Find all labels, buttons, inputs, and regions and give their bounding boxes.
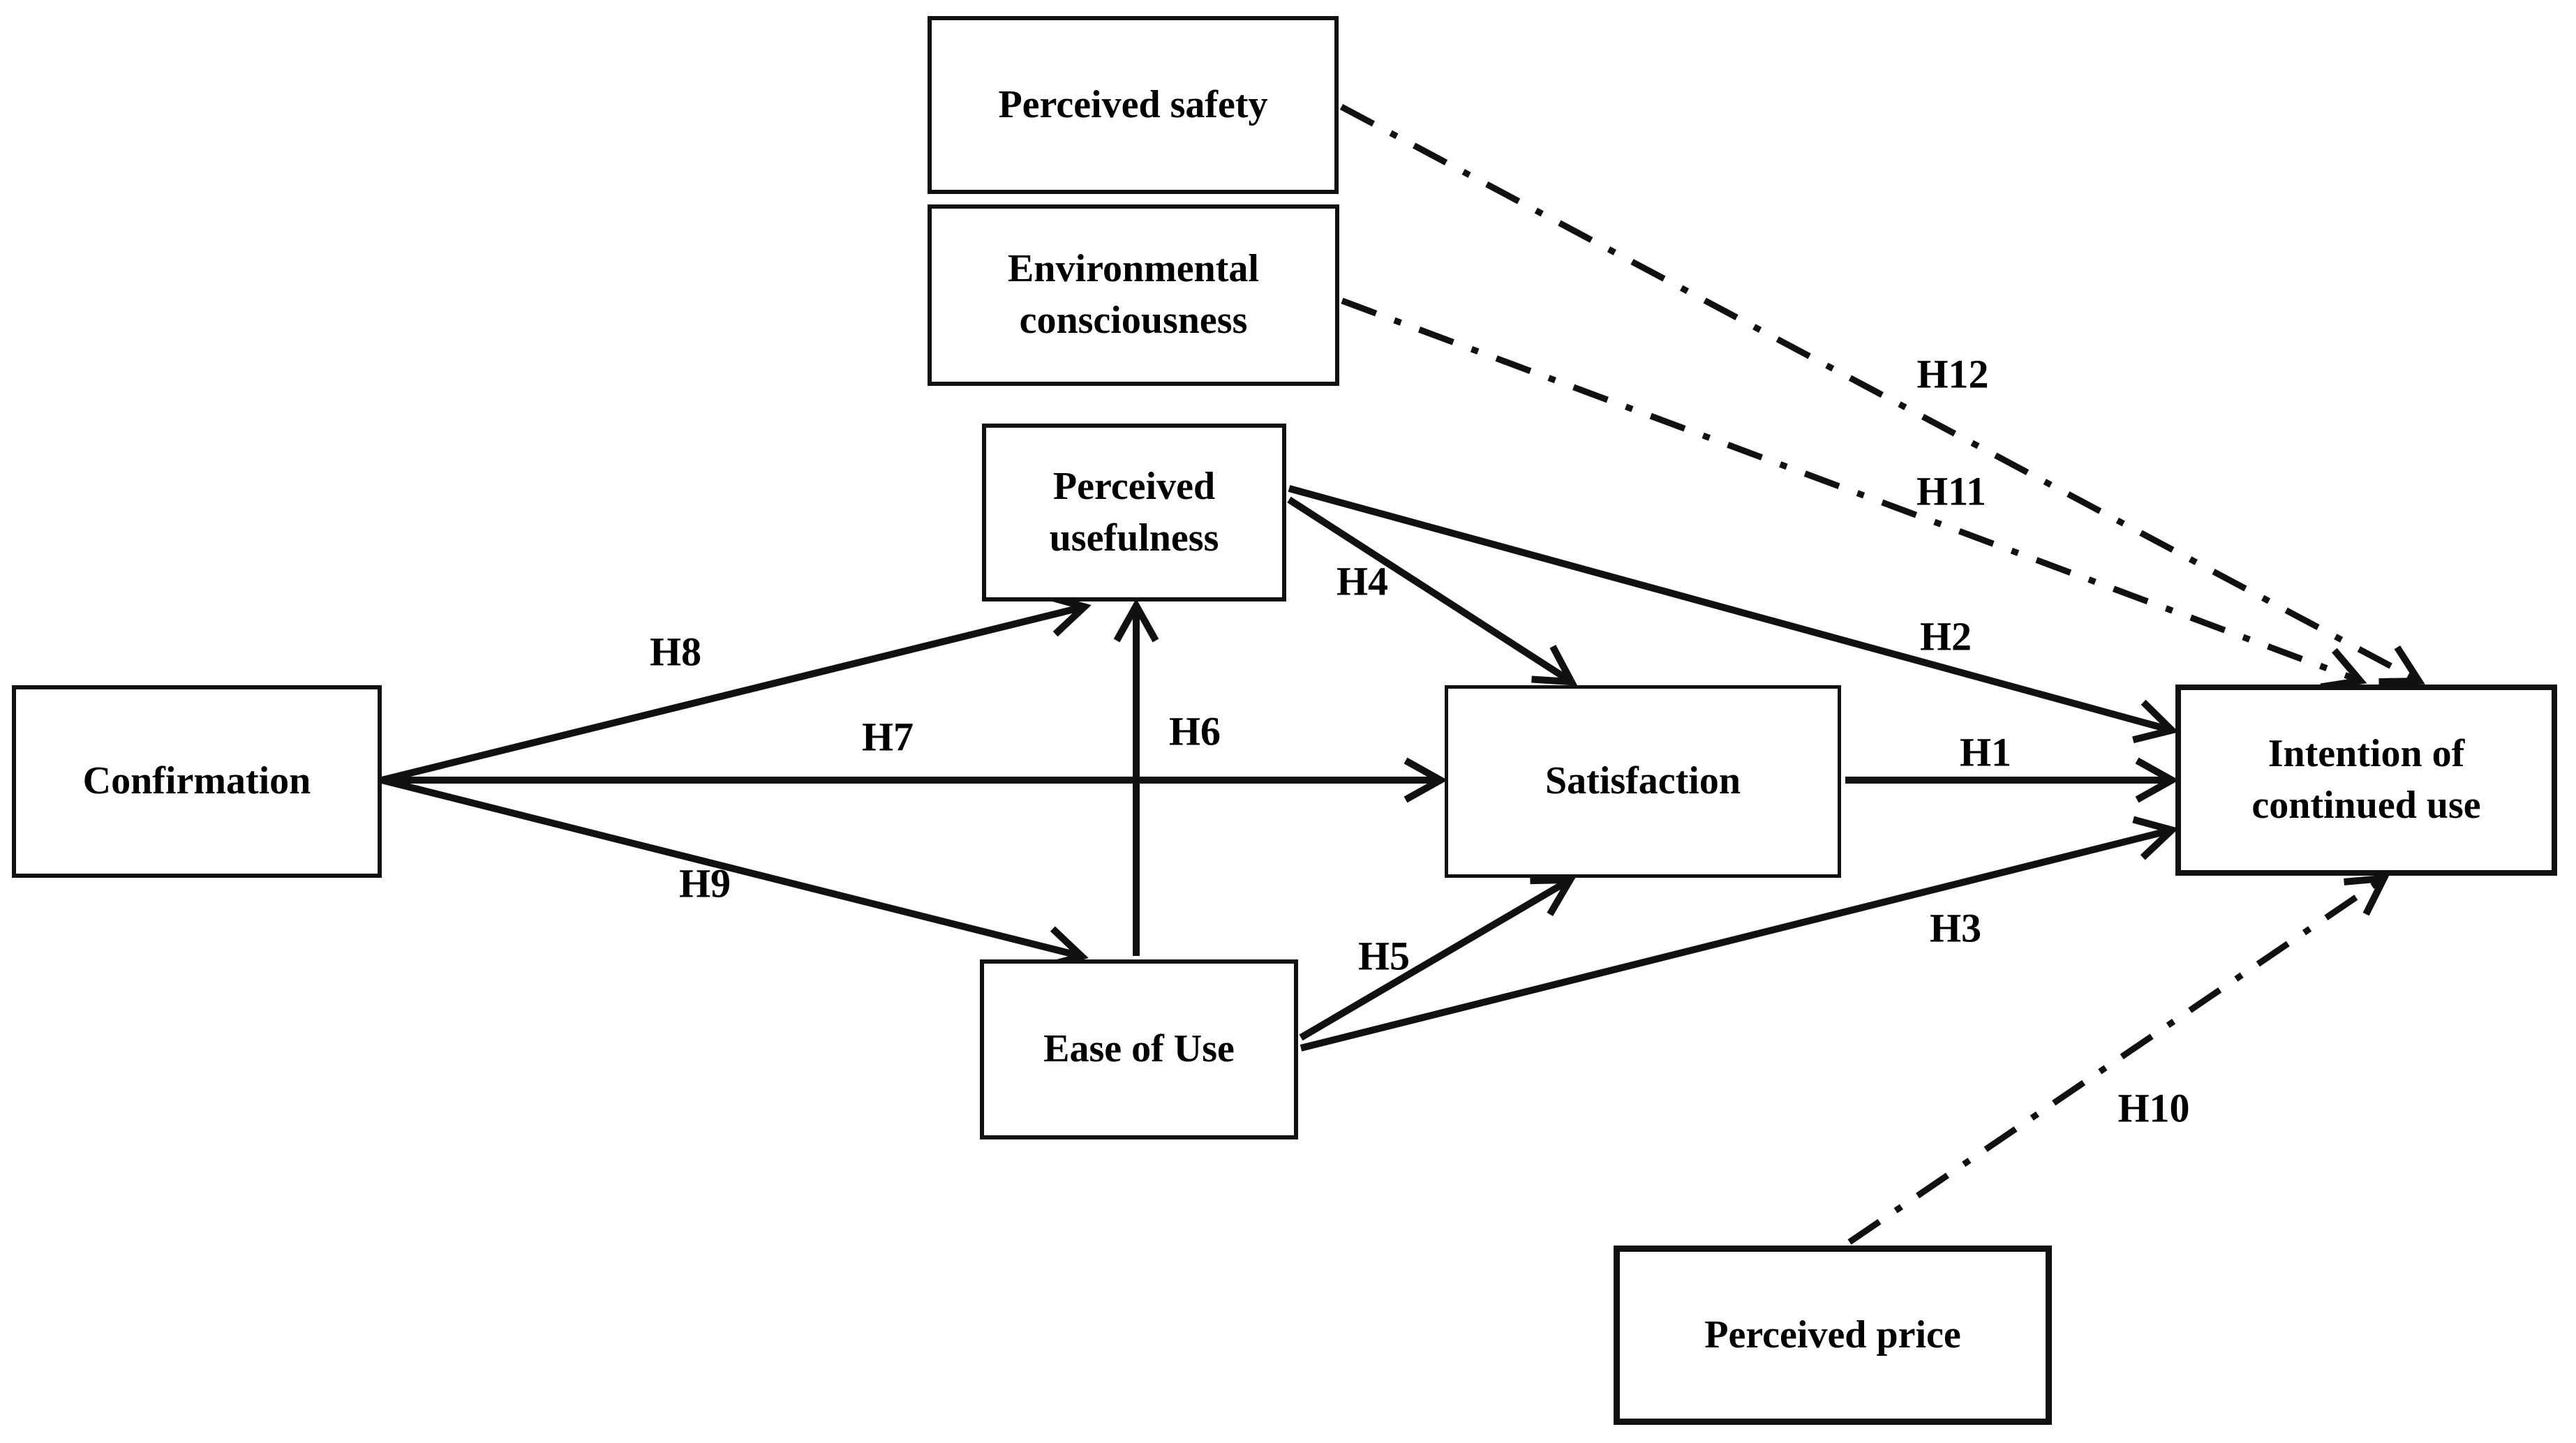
node-environmental-consciousness: Environmental consciousness	[928, 204, 1339, 386]
node-label: Intention of continued use	[2251, 732, 2481, 827]
edge-label-h3: H3	[1929, 905, 1982, 951]
edge-H5-arrow	[1299, 881, 1569, 1041]
node-label: Environmental consciousness	[1008, 247, 1259, 342]
edge-label-h10: H10	[2117, 1085, 2190, 1131]
node-label: Perceived usefulness	[1049, 464, 1219, 560]
node-perceived-usefulness: Perceived usefulness	[982, 424, 1286, 601]
edge-H10-arrow	[1847, 879, 2383, 1245]
edge-label-h12: H12	[1916, 351, 1989, 397]
node-perceived-safety: Perceived safety	[928, 16, 1339, 194]
edge-label-h7: H7	[861, 714, 914, 760]
edge-label-h1: H1	[1959, 729, 2012, 775]
node-confirmation: Confirmation	[12, 685, 382, 878]
edge-label-h11: H11	[1916, 468, 1986, 514]
edge-H4-arrow	[1287, 496, 1570, 681]
edge-H3-arrow	[1300, 830, 2171, 1052]
node-label: Confirmation	[82, 759, 311, 803]
edge-H8-arrow	[380, 607, 1083, 784]
edge-label-h5: H5	[1357, 933, 1410, 979]
node-label: Ease of Use	[1043, 1027, 1235, 1071]
edge-H11-arrow	[1341, 297, 2359, 680]
edge-label-h6: H6	[1168, 708, 1221, 754]
node-label: Perceived price	[1704, 1313, 1961, 1356]
edge-label-h8: H8	[649, 629, 702, 675]
node-label: Satisfaction	[1545, 759, 1741, 803]
edge-label-h9: H9	[678, 860, 731, 906]
node-perceived-price: Perceived price	[1614, 1246, 2052, 1425]
node-label: Perceived safety	[998, 82, 1268, 126]
node-satisfaction: Satisfaction	[1445, 685, 1841, 878]
edge-H2-arrow	[1288, 485, 2171, 730]
edge-H9-arrow	[380, 777, 1080, 956]
edge-H12-arrow	[1339, 104, 2418, 680]
edge-label-h2: H2	[1919, 613, 1972, 659]
node-ease-of-use: Ease of Use	[980, 959, 1298, 1139]
node-intention-of-continued-use: Intention of continued use	[2175, 685, 2557, 876]
edge-label-h4: H4	[1336, 558, 1389, 604]
